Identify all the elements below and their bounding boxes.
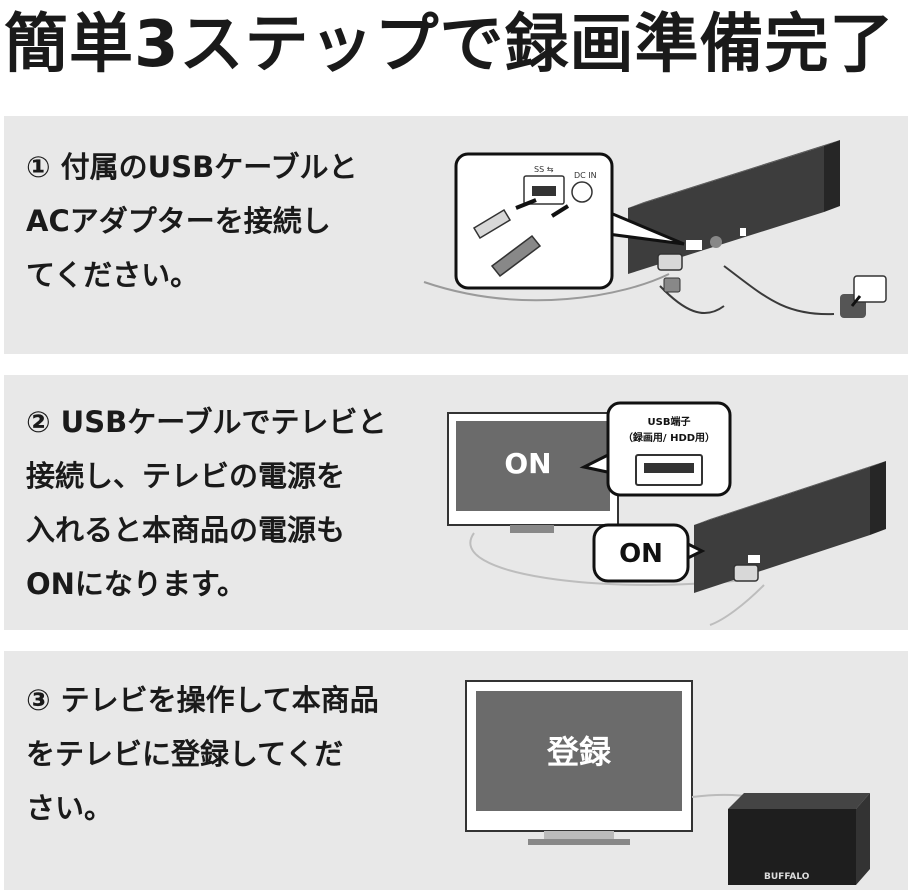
usb-port-slot — [644, 463, 694, 473]
step-1-line: ACアダプターを接続し — [26, 204, 331, 238]
usb-port-icon — [686, 240, 702, 250]
arrow-icon — [515, 198, 537, 210]
hdd-front — [694, 467, 870, 593]
usb-plug-icon — [733, 564, 759, 582]
power-cable — [723, 265, 835, 316]
tv-screen-label: ON — [504, 447, 551, 480]
hdd-vent — [740, 228, 746, 236]
usb-cable — [709, 584, 765, 626]
step-1-line: ① 付属のUSBケーブルと — [26, 150, 358, 184]
usb-plug-icon — [657, 253, 683, 271]
cable-loop — [659, 285, 725, 315]
usb-port-slot — [532, 186, 556, 196]
usb-cable — [469, 532, 745, 586]
tv-stand — [544, 831, 614, 839]
tv-stand-base — [528, 839, 630, 845]
arrow-icon — [850, 295, 862, 307]
dc-plug-closeup — [490, 234, 542, 278]
step-1-line: てください。 — [26, 258, 200, 292]
hdd-side — [824, 140, 840, 212]
hdd-brand-logo: BUFFALO — [764, 872, 810, 882]
step-3-illustration: 登録 BUFFALO — [465, 680, 870, 885]
step-2-line: 接続し、テレビの電源を — [26, 459, 346, 493]
step-3-panel: ③ テレビを操作して本商品 をテレビに登録してくだ さい。 登録 BUFFALO — [4, 651, 908, 890]
hdd-top — [728, 793, 870, 809]
dc-in-closeup — [571, 181, 593, 203]
usb-plug-closeup — [472, 208, 512, 240]
tv-stand — [510, 525, 554, 533]
step-3-instructions: ③ テレビを操作して本商品 をテレビに登録してくだ さい。 — [26, 673, 446, 835]
usb-port-label: USB端子 — [648, 415, 691, 428]
step-2-illustration: ON USB端子 （録画用/ HDD用） ON — [447, 401, 886, 626]
step-1-illustration: SS ⇆ DC IN — [423, 140, 887, 318]
step-1-panel: ① 付属のUSBケーブルと ACアダプターを接続し てください。 SS ⇆ DC… — [4, 116, 908, 354]
step-3-line: さい。 — [26, 791, 114, 825]
tv-screen-label: 登録 — [546, 733, 612, 771]
usb-cable — [423, 273, 670, 302]
callout-label: SS ⇆ — [534, 165, 554, 174]
usb-port-icon — [748, 555, 760, 563]
step-1-instructions: ① 付属のUSBケーブルと ACアダプターを接続し てください。 — [26, 140, 416, 302]
wall-outlet-icon — [853, 275, 887, 303]
tv-screen — [476, 691, 682, 811]
hdd-side — [870, 461, 886, 535]
step-2-instructions: ② USBケーブルでテレビと 接続し、テレビの電源を 入れると本商品の電源も O… — [26, 395, 436, 611]
hdd-front — [728, 809, 856, 885]
usb-port-label: （録画用/ HDD用） — [623, 431, 715, 444]
step-2-line: 入れると本商品の電源も — [26, 513, 346, 547]
step-3-line: ③ テレビを操作して本商品 — [26, 683, 379, 717]
hdd-on-label: ON — [619, 539, 663, 569]
hdd-side — [856, 793, 870, 885]
hdd-on-bubble — [592, 523, 690, 583]
step-2-panel: ② USBケーブルでテレビと 接続し、テレビの電源を 入れると本商品の電源も O… — [4, 375, 908, 630]
page-title: 簡単3ステップで録画準備完了 — [4, 8, 895, 82]
callout-label: DC IN — [574, 171, 597, 180]
dc-plug-icon — [663, 277, 681, 293]
hdd-top — [694, 461, 886, 525]
dc-in-port-icon — [710, 236, 722, 248]
step-2-line: ② USBケーブルでテレビと — [26, 405, 387, 439]
step-2-line: ONになります。 — [26, 567, 247, 601]
arrow-icon — [550, 204, 570, 218]
step-3-line: をテレビに登録してくだ — [26, 737, 344, 771]
hdd-front — [628, 146, 824, 274]
hdd-top — [628, 140, 840, 208]
